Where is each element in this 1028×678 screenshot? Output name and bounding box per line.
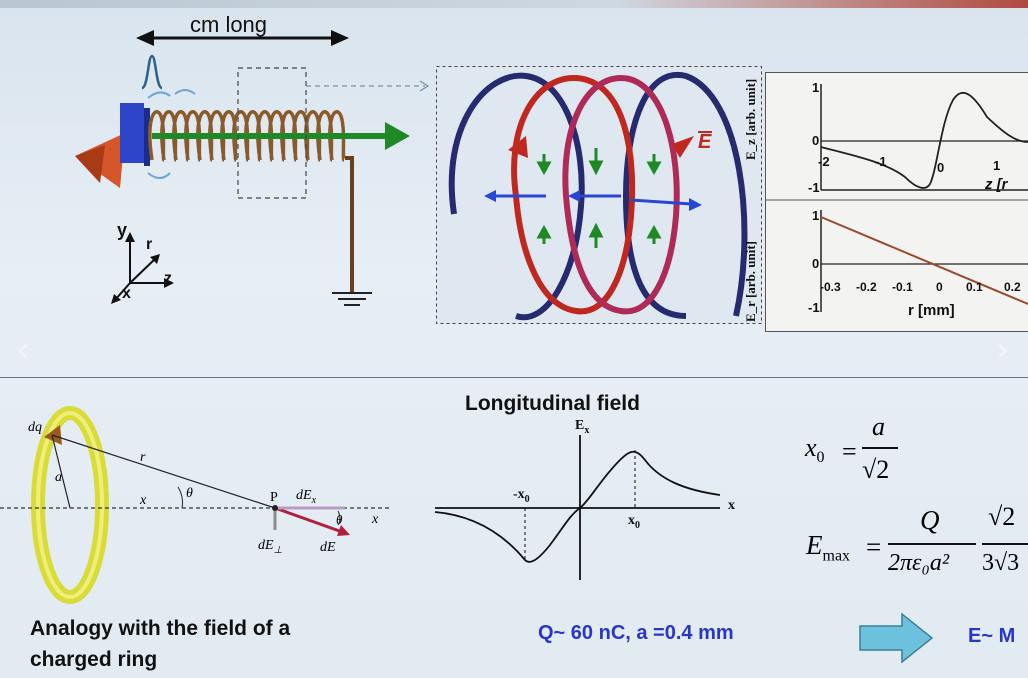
- er-xtick-m03: -0.3: [820, 280, 841, 294]
- ez-ylabel: E_z [arb. unit]: [743, 78, 758, 160]
- neg-x0-tick: -x0: [513, 487, 530, 505]
- charged-ring-figure: [0, 406, 390, 604]
- pulse-icon: [141, 54, 163, 90]
- er-xtick-0: 0: [936, 280, 943, 294]
- target-block: [120, 103, 144, 163]
- longitudinal-plot: [434, 435, 721, 580]
- pos-x0-main: x: [628, 513, 635, 528]
- x-distance-label: x: [140, 493, 147, 508]
- coil-schematic: [75, 30, 430, 306]
- er-ylabel: E_r [arb. unit]: [743, 240, 758, 322]
- dEperp-main: dE: [258, 538, 274, 553]
- emax-fraction-bar-2: [982, 543, 1028, 545]
- next-slide-icon[interactable]: ›: [996, 330, 1010, 370]
- dEx-main: dE: [296, 488, 312, 503]
- top-edge: [0, 0, 1028, 8]
- emax-lhs-main: E: [806, 530, 823, 560]
- section-divider: [0, 377, 1028, 378]
- x0-lhs-main: x: [805, 433, 817, 462]
- ez-xlabel: z [r: [985, 176, 1008, 193]
- field-lines-panel: E: [436, 66, 762, 324]
- x0-fraction-bar: [862, 447, 898, 449]
- ex-ylabel-sub: x: [584, 424, 590, 436]
- ez-ytick-m1: -1: [808, 180, 820, 195]
- result-arrow-icon: [859, 612, 934, 664]
- x0-lhs-sub: 0: [816, 449, 825, 467]
- axis-x-label: x: [122, 285, 131, 302]
- a-label: a: [55, 470, 62, 485]
- emax-den2: 3√3: [982, 550, 1020, 576]
- emax-num: Q: [920, 505, 940, 535]
- analogy-text-line1: Analogy with the field of a: [30, 617, 291, 640]
- er-xlabel: r [mm]: [908, 302, 955, 319]
- er-ytick-0: 0: [812, 256, 820, 271]
- ez-ytick-1: 1: [812, 80, 820, 95]
- x-axis-label: x: [372, 512, 379, 527]
- emax-den: 2πε₀a²: [888, 550, 950, 576]
- neg-x0-main: -x: [513, 487, 525, 502]
- x0-den: √2: [862, 455, 890, 484]
- axis-r-label: r: [146, 236, 153, 253]
- coil: [148, 110, 346, 162]
- neg-x0-sub: 0: [524, 493, 530, 505]
- emax-lhs-sub: max: [822, 547, 851, 565]
- r-label: r: [140, 450, 146, 465]
- dE-perp-label: dE⊥: [258, 538, 282, 556]
- er-xtick-01: 0.1: [966, 280, 983, 294]
- emax-fraction-bar: [888, 543, 976, 545]
- longitudinal-title: Longitudinal field: [465, 392, 640, 415]
- ez-xtick-m2: -2: [818, 154, 830, 169]
- emax-lhs: Emax: [806, 530, 850, 565]
- pos-x0-sub: 0: [635, 519, 640, 531]
- dE-label: dE: [320, 540, 336, 555]
- field-vector-label: E: [698, 131, 712, 153]
- coil-length-label: cm long: [190, 12, 268, 37]
- result-text: E~ M: [968, 625, 1016, 647]
- x0-lhs: x0: [805, 433, 825, 467]
- axis-z-label: z: [164, 270, 172, 287]
- pos-x0-tick: x0: [628, 513, 640, 531]
- longitudinal-xlabel: x: [728, 498, 735, 513]
- dEx-sub: x: [311, 494, 317, 506]
- er-ytick-1: 1: [812, 208, 820, 223]
- x0-num: a: [872, 412, 885, 441]
- ground-wire: [345, 156, 354, 293]
- er-xtick-m01: -0.1: [892, 280, 913, 294]
- dq-label: dq: [28, 420, 42, 435]
- emax-equals: =: [866, 532, 882, 562]
- axis-y-label: y: [117, 220, 128, 240]
- ez-xtick-m1: -1: [875, 154, 887, 169]
- dEx-label: dEx: [296, 488, 316, 506]
- point-p-label: P: [270, 490, 278, 505]
- analogy-text-line2: charged ring: [30, 648, 158, 671]
- ex-ylabel: Ex: [575, 418, 589, 436]
- parameters-text: Q~ 60 nC, a =0.4 mm: [538, 622, 734, 644]
- er-xtick-m02: -0.2: [856, 280, 877, 294]
- theta-label-1: θ: [186, 486, 193, 501]
- prev-slide-icon[interactable]: ‹: [16, 330, 30, 370]
- ex-ylabel-main: E: [575, 418, 585, 433]
- emax-num2: √2: [988, 502, 1016, 531]
- axes-icon: [111, 232, 174, 304]
- dEperp-sub: ⊥: [273, 544, 283, 556]
- ez-xtick-0: 0: [937, 160, 945, 175]
- ez-ytick-0: 0: [812, 133, 820, 148]
- er-ytick-m1: -1: [808, 300, 820, 315]
- theta-label-2: θ: [336, 512, 343, 527]
- plots-panel: [765, 72, 1028, 332]
- x0-equals: =: [842, 437, 857, 466]
- ez-xtick-1: 1: [993, 158, 1001, 173]
- ez-er-plots: [765, 84, 1028, 312]
- er-xtick-02: 0.2: [1004, 280, 1021, 294]
